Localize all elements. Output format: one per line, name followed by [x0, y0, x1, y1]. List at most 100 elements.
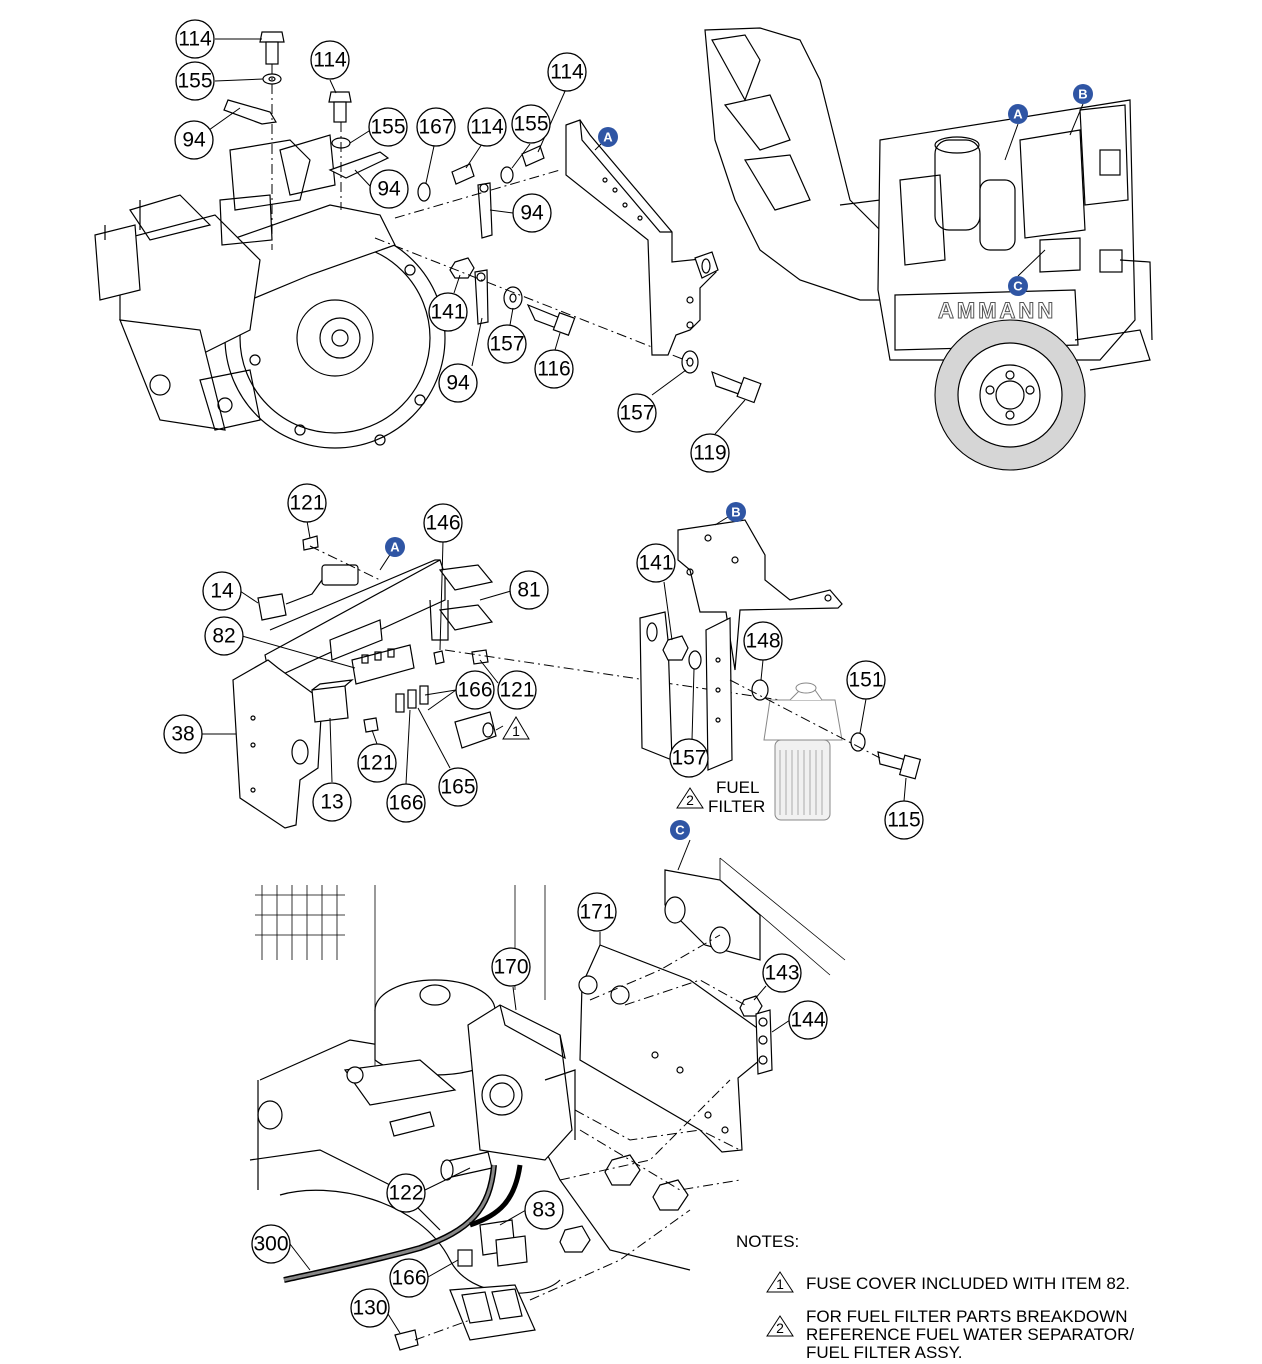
callout-122: 122: [386, 1173, 426, 1213]
svg-text:121: 121: [289, 492, 324, 515]
machine-overview: AMMANN: [704, 27, 1153, 471]
callout-155: 155: [175, 61, 215, 101]
fuel-filter-bracket: [639, 519, 922, 821]
callout-167: 167: [416, 107, 456, 147]
callout-94: 94: [369, 169, 409, 209]
callout-165: 165: [438, 767, 478, 807]
callout-170: 170: [491, 947, 531, 987]
svg-text:115: 115: [887, 809, 920, 832]
fasteners-top-left: [223, 31, 762, 404]
callout-166: 166: [455, 670, 495, 710]
svg-text:B: B: [1078, 87, 1087, 102]
svg-text:166: 166: [391, 1267, 426, 1290]
fuel-filter-label-line1: FUEL: [716, 778, 759, 797]
callout-121: 121: [287, 483, 327, 523]
callout-130: 130: [350, 1288, 390, 1328]
svg-text:170: 170: [493, 956, 528, 979]
fuel-filter-label-line2: FILTER: [708, 797, 765, 816]
relay-bracket-assembly: [232, 535, 781, 829]
svg-text:114: 114: [313, 49, 347, 72]
svg-text:114: 114: [470, 116, 504, 139]
svg-text:155: 155: [370, 116, 405, 139]
svg-text:114: 114: [178, 28, 212, 51]
callout-81: 81: [509, 570, 549, 610]
callout-157: 157: [669, 738, 709, 778]
callout-166: 166: [389, 1258, 429, 1298]
svg-text:166: 166: [388, 792, 423, 815]
engine-assembly: [94, 134, 446, 449]
leader-lines: [201, 38, 907, 1334]
callout-141: 141: [636, 543, 676, 583]
view-marker-a-machine: A: [1008, 104, 1028, 124]
callout-121: 121: [357, 743, 397, 783]
svg-text:116: 116: [537, 358, 570, 381]
callout-115: 115: [884, 800, 924, 840]
svg-text:130: 130: [352, 1297, 387, 1320]
callout-94: 94: [174, 120, 214, 160]
callout-155: 155: [511, 104, 551, 144]
svg-text:157: 157: [619, 402, 654, 425]
note-1-number: 1: [776, 1276, 784, 1292]
note-2-text-line1: FOR FUEL FILTER PARTS BREAKDOWN: [806, 1307, 1127, 1326]
callout-143: 143: [762, 953, 802, 993]
svg-text:14: 14: [210, 580, 234, 603]
note-ref-2: 2: [676, 787, 704, 809]
callout-144: 144: [788, 1000, 828, 1040]
svg-text:83: 83: [532, 1199, 555, 1222]
callout-146: 146: [423, 503, 463, 543]
svg-text:1: 1: [512, 723, 520, 739]
svg-text:151: 151: [848, 669, 883, 692]
svg-text:82: 82: [212, 625, 235, 648]
svg-text:94: 94: [182, 129, 206, 152]
svg-text:119: 119: [693, 442, 726, 465]
svg-text:143: 143: [764, 962, 799, 985]
view-marker-b-machine: B: [1073, 84, 1093, 104]
svg-text:121: 121: [359, 752, 394, 775]
callout-114: 114: [547, 52, 587, 92]
svg-text:121: 121: [499, 679, 534, 702]
svg-text:94: 94: [446, 372, 470, 395]
svg-text:13: 13: [320, 791, 343, 814]
note-ref-1: 1: [495, 716, 530, 740]
callout-166: 166: [386, 783, 426, 823]
callout-121: 121: [497, 670, 537, 710]
callout-119: 119: [690, 433, 730, 473]
svg-text:141: 141: [430, 301, 465, 324]
callout-155: 155: [368, 107, 408, 147]
svg-text:144: 144: [790, 1009, 825, 1032]
callout-83: 83: [524, 1190, 564, 1230]
svg-text:A: A: [1013, 107, 1023, 122]
svg-text:94: 94: [520, 202, 544, 225]
callout-157: 157: [487, 324, 527, 364]
view-marker-c-controller: C: [670, 820, 690, 840]
callout-116: 116: [534, 349, 574, 389]
callout-14: 14: [202, 571, 242, 611]
view-marker-a-top: A: [598, 127, 618, 147]
svg-text:141: 141: [638, 552, 673, 575]
svg-text:A: A: [603, 130, 613, 145]
note-1-triangle: [766, 1271, 794, 1293]
notes-heading: NOTES:: [736, 1232, 799, 1251]
callout-13: 13: [312, 782, 352, 822]
svg-text:300: 300: [253, 1233, 288, 1256]
callout-171: 171: [577, 892, 617, 932]
svg-text:167: 167: [418, 116, 453, 139]
svg-text:81: 81: [517, 579, 540, 602]
notes-block: NOTES: 1 FUSE COVER INCLUDED WITH ITEM 8…: [736, 1232, 1134, 1362]
note-2-triangle: [766, 1315, 794, 1337]
note-2-text-line2: REFERENCE FUEL WATER SEPARATOR/: [806, 1325, 1134, 1344]
svg-text:A: A: [390, 540, 400, 555]
svg-text:155: 155: [513, 113, 548, 136]
svg-text:94: 94: [377, 178, 401, 201]
view-marker-a-relay: A: [385, 537, 405, 557]
callout-148: 148: [743, 621, 783, 661]
svg-text:157: 157: [489, 333, 524, 356]
svg-text:B: B: [731, 505, 740, 520]
callout-157: 157: [617, 393, 657, 433]
svg-text:146: 146: [425, 512, 460, 535]
callout-82: 82: [204, 616, 244, 656]
svg-text:114: 114: [550, 61, 584, 84]
svg-text:C: C: [675, 823, 685, 838]
svg-text:122: 122: [388, 1182, 423, 1205]
